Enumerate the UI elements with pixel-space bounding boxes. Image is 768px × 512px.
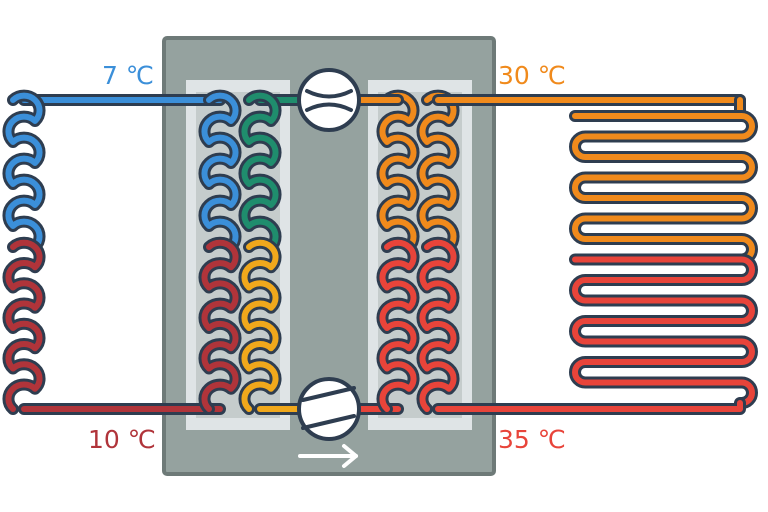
flow-arrow bbox=[298, 444, 358, 468]
expansion-valve bbox=[297, 68, 361, 132]
evaporator-water-cold bbox=[201, 92, 239, 250]
sink-outlet-pipe bbox=[435, 400, 743, 412]
source-coil-cold bbox=[5, 92, 43, 250]
evaporator-water-warm bbox=[201, 239, 239, 412]
source-outlet-temperature: 7 ℃ bbox=[102, 61, 154, 90]
evaporator-refrigerant-liquid bbox=[241, 239, 279, 412]
sink-inlet-temperature: 30 ℃ bbox=[498, 61, 566, 90]
source-coil-warm bbox=[5, 239, 43, 412]
compressor bbox=[297, 377, 361, 441]
evaporator-refrigerant-vapor bbox=[241, 92, 279, 250]
sink-outlet-temperature: 35 ℃ bbox=[498, 425, 566, 454]
condenser-water-cool bbox=[419, 92, 457, 250]
condenser-refrigerant-cool bbox=[379, 92, 417, 250]
refrigerant-and-water-pipes bbox=[2, 89, 758, 415]
radiator-cool bbox=[572, 113, 755, 263]
radiator-hot bbox=[572, 256, 755, 406]
condenser-refrigerant-hot bbox=[379, 239, 417, 412]
condenser-water-hot bbox=[419, 239, 457, 412]
source-inlet-temperature: 10 ℃ bbox=[88, 425, 156, 454]
